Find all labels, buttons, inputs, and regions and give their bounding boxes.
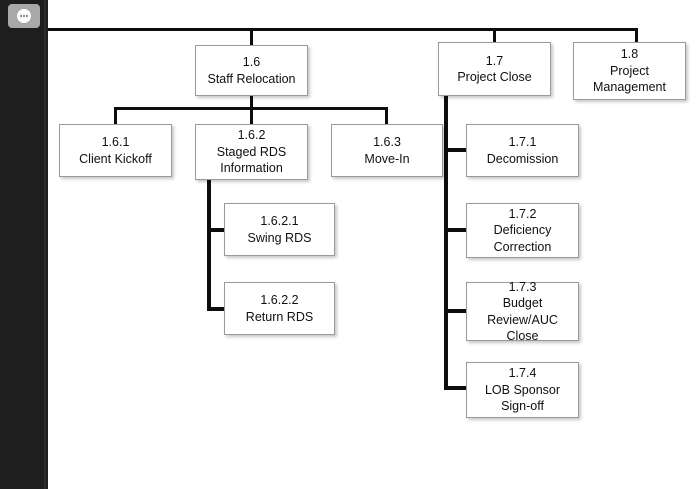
- wbs-node-title: Swing RDS: [247, 230, 312, 245]
- wbs-node-1-7-3[interactable]: 1.7.3 Budget Review/AUC Close: [466, 279, 579, 343]
- connector-to-1-6: [250, 28, 253, 46]
- wbs-node-title: Project Close: [457, 70, 532, 84]
- wbs-node-1-7[interactable]: 1.7 Project Close: [438, 42, 551, 96]
- wbs-node-1-6-2[interactable]: 1.6.2 Staged RDS Information: [195, 124, 308, 180]
- left-sidebar: [0, 0, 48, 489]
- wbs-node-code: 1.6.1: [101, 135, 130, 149]
- wbs-node-title: Decomission: [486, 151, 559, 166]
- ellipsis-icon: [17, 9, 31, 23]
- wbs-node-title: Staff Relocation: [207, 71, 296, 86]
- connector-to-1-7: [493, 28, 496, 43]
- connector-to-1-6-2-2: [207, 307, 227, 311]
- wbs-node-1-7-4[interactable]: 1.7.4 LOB Sponsor Sign-off: [466, 362, 579, 418]
- sidebar-divider: [44, 0, 46, 489]
- wbs-node-1-7-2[interactable]: 1.7.2 Deficiency Correction: [466, 203, 579, 258]
- connector-to-1-6-2-1: [207, 228, 227, 232]
- wbs-node-title: Project Management: [593, 63, 666, 95]
- wbs-node-1-6-3[interactable]: 1.6.3 Move-In: [331, 124, 443, 177]
- wbs-node-code: 1.6.2.1: [260, 214, 299, 228]
- connector-to-1-8: [635, 28, 638, 43]
- wbs-node-1-6-2-2[interactable]: 1.6.2.2 Return RDS: [224, 282, 335, 335]
- wbs-node-code: 1.7.3: [508, 279, 537, 294]
- wbs-node-1-8[interactable]: 1.8 Project Management: [573, 42, 686, 100]
- wbs-node-title: Return RDS: [245, 309, 314, 324]
- connector-to-1-6-2: [250, 107, 253, 125]
- wbs-node-code: 1.6.2: [237, 128, 266, 143]
- wbs-node-code: 1.7.1: [508, 135, 537, 149]
- connector-to-1-7-4: [444, 386, 469, 390]
- wbs-node-code: 1.7.2: [508, 206, 537, 221]
- wbs-node-title: Client Kickoff: [79, 151, 152, 166]
- connector-1-6-stem: [250, 96, 253, 110]
- more-options-button[interactable]: [8, 4, 40, 28]
- connector-1-6-2-stem: [207, 180, 211, 311]
- wbs-node-title: Staged RDS Information: [216, 144, 287, 176]
- wbs-node-title: LOB Sponsor Sign-off: [484, 382, 561, 414]
- wbs-node-code: 1.7.4: [508, 366, 537, 381]
- connector-to-1-7-1: [444, 148, 469, 152]
- wbs-node-code: 1.6.3: [373, 135, 401, 149]
- connector-top-bus: [48, 28, 638, 31]
- wbs-node-code: 1.6.2.2: [260, 293, 299, 307]
- wbs-node-title: Deficiency Correction: [493, 223, 552, 254]
- connector-1-7-stem: [444, 96, 448, 390]
- connector-to-1-7-2: [444, 228, 469, 232]
- wbs-node-code: 1.6: [242, 55, 261, 69]
- connector-to-1-6-3: [385, 107, 388, 125]
- wbs-node-1-6-1[interactable]: 1.6.1 Client Kickoff: [59, 124, 172, 177]
- wbs-node-title: Move-In: [364, 151, 410, 166]
- wbs-node-1-6-2-1[interactable]: 1.6.2.1 Swing RDS: [224, 203, 335, 256]
- wbs-node-1-7-1[interactable]: 1.7.1 Decomission: [466, 124, 579, 177]
- connector-to-1-7-3: [444, 309, 469, 313]
- wbs-node-title: Budget Review/AUC Close: [487, 296, 558, 343]
- wbs-node-code: 1.8: [620, 47, 639, 62]
- wbs-node-code: 1.7: [485, 53, 504, 68]
- wbs-node-1-6[interactable]: 1.6 Staff Relocation: [195, 45, 308, 96]
- connector-to-1-6-1: [114, 107, 117, 125]
